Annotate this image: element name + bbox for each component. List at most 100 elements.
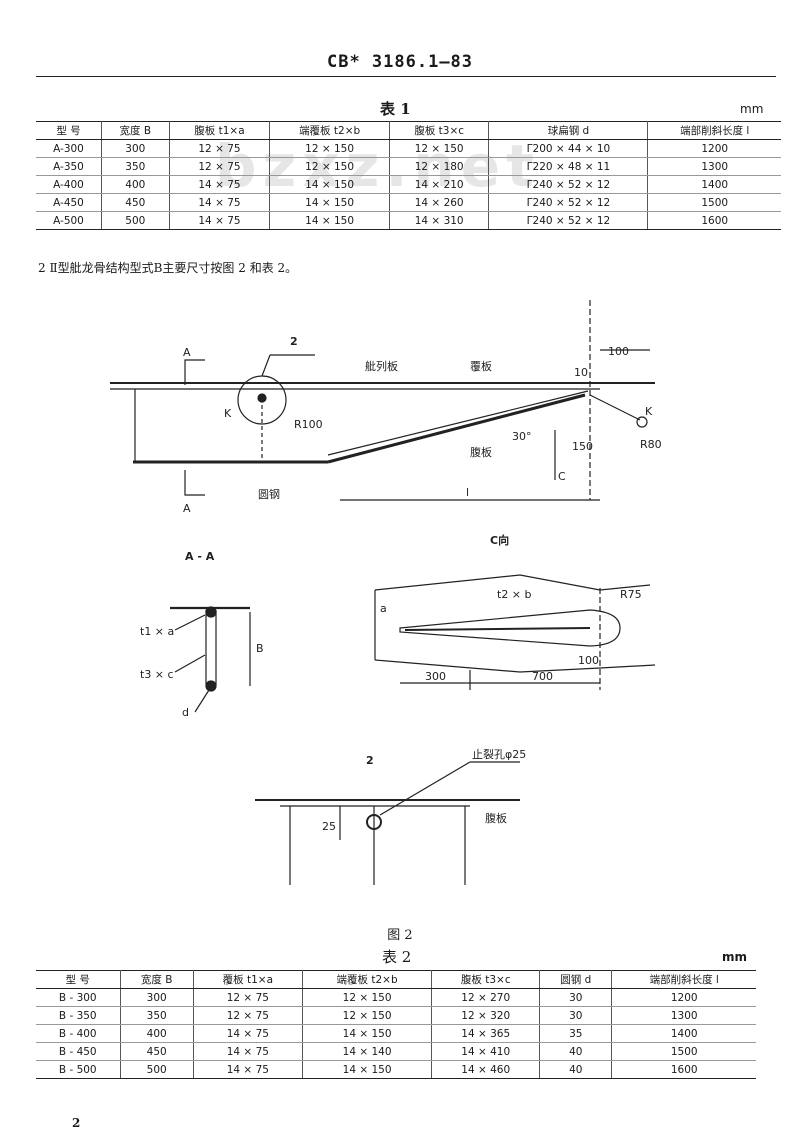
aa-leader-t3	[174, 654, 206, 673]
table1-cell: 14 × 75	[168, 193, 270, 212]
table1-cell: 450	[100, 193, 170, 212]
table1-header-cell: 端部削斜长度 l	[647, 121, 781, 140]
label-section-a-top: A	[183, 346, 191, 359]
figure-2-drawing: A A 2 舭列板 覆板 100 10 K K R100 30° 腹板 150 …	[110, 300, 662, 885]
table2-cell: B - 350	[36, 1006, 121, 1025]
aa-leader-t1	[174, 614, 206, 631]
detail-leader-2	[261, 354, 271, 377]
table2-cell: 1500	[611, 1042, 756, 1061]
table1-cell: 14 × 210	[388, 175, 489, 194]
table2-header-cell: 型 号	[36, 970, 121, 989]
table1-header-cell: 宽度 B	[100, 121, 170, 140]
table2-header-cell: 覆板 t1×a	[192, 970, 303, 989]
label-aa-t3c: t3 × c	[140, 668, 174, 681]
table1-cell: Γ200 × 44 × 10	[488, 139, 648, 158]
table2-cell: 30	[539, 988, 612, 1007]
section-arrow-bottom	[184, 470, 205, 496]
k-circle	[636, 416, 648, 428]
label-crack-arrest-hole: 止裂孔φ25	[472, 748, 526, 761]
table1-cell: 300	[100, 139, 170, 158]
table1-cell: 14 × 75	[168, 175, 270, 194]
table2-header-cell: 腹板 t3×c	[431, 970, 540, 989]
table1-cell: 14 × 260	[388, 193, 489, 212]
table2-cell: 400	[119, 1024, 194, 1043]
table2-unit: mm	[722, 950, 748, 964]
label-r100: R100	[294, 418, 323, 431]
label-k-right: K	[645, 405, 653, 418]
label-d2-dim-25: 25	[322, 820, 336, 833]
table1-cell: Γ240 × 52 × 12	[488, 211, 648, 230]
table1-cell: 1300	[647, 157, 781, 176]
table1-cell: 14 × 150	[269, 193, 390, 212]
table2-cell: 350	[119, 1006, 194, 1025]
table2-cell: 14 × 140	[301, 1042, 432, 1061]
table2-cell: 500	[119, 1060, 194, 1079]
label-section-a-bottom: A	[183, 502, 191, 515]
table1-header-cell: 端覆板 t2×b	[269, 121, 390, 140]
table2-cell: 14 × 75	[192, 1060, 303, 1079]
table2-cell: 35	[539, 1024, 612, 1043]
table1-cell: 14 × 310	[388, 211, 489, 230]
table1-cell: A-500	[36, 211, 102, 230]
section-arrow-top	[184, 359, 205, 385]
label-bilge-plate: 舭列板	[365, 359, 398, 373]
k-leader	[589, 394, 641, 421]
table1-cell: 14 × 75	[168, 211, 270, 230]
label-c-t2b: t2 × b	[497, 588, 532, 601]
table2-cell: 14 × 150	[301, 1060, 432, 1079]
table2-cell: 14 × 75	[192, 1024, 303, 1043]
table1-cell: 12 × 180	[388, 157, 489, 176]
table1-cell: Γ240 × 52 × 12	[488, 193, 648, 212]
table1-header-cell: 球扁钢 d	[488, 121, 648, 140]
table1-cell: 12 × 150	[269, 139, 390, 158]
table2-cell: 1200	[611, 988, 756, 1007]
label-dim-150: 150	[572, 440, 593, 453]
table2-cell: 40	[539, 1042, 612, 1061]
table1-cell: 14 × 150	[269, 211, 390, 230]
label-c-dim-300: 300	[425, 670, 446, 683]
table1-cell: A-450	[36, 193, 102, 212]
label-detail-2: 2	[290, 335, 298, 348]
table1-cell: 12 × 75	[168, 139, 270, 158]
header-rule	[36, 76, 776, 77]
label-aa-t1a: t1 × a	[140, 625, 174, 638]
table2-cell: 12 × 75	[192, 1006, 303, 1025]
label-cover-plate: 覆板	[470, 359, 492, 373]
table1-cell: 1500	[647, 193, 781, 212]
table2-cell: 1600	[611, 1060, 756, 1079]
aa-leader-d	[194, 689, 210, 713]
label-c-dim-100: 100	[578, 654, 599, 667]
label-length-l: l	[466, 486, 469, 499]
table2-header-cell: 宽度 B	[119, 970, 194, 989]
paragraph-section-2: 2 Ⅱ型舭龙骨结构型式B主要尺寸按图 2 和表 2。	[38, 261, 298, 275]
label-web-main: 腹板	[470, 445, 492, 459]
section-aa-title: A - A	[185, 550, 215, 563]
table2-cell: 30	[539, 1006, 612, 1025]
round-bar-slope	[327, 393, 586, 464]
table2-cell: 14 × 150	[301, 1024, 432, 1043]
label-round-bar: 圆钢	[258, 488, 280, 501]
c-break-bottom	[374, 659, 656, 673]
table1-cell: 350	[100, 157, 170, 176]
table1-cell: 500	[100, 211, 170, 230]
label-c-arrow: C	[558, 470, 566, 483]
table1-cell: Γ220 × 48 × 11	[488, 157, 648, 176]
table2-caption: 表 2	[382, 948, 412, 966]
c-end-plate	[399, 609, 621, 647]
label-dim-100: 100	[608, 345, 629, 358]
c-web	[404, 627, 591, 631]
standard-code-header: CB* 3186.1—83	[326, 52, 474, 72]
label-r80: R80	[640, 438, 662, 451]
table1-cell: 1200	[647, 139, 781, 158]
table1-cell: 12 × 150	[388, 139, 489, 158]
